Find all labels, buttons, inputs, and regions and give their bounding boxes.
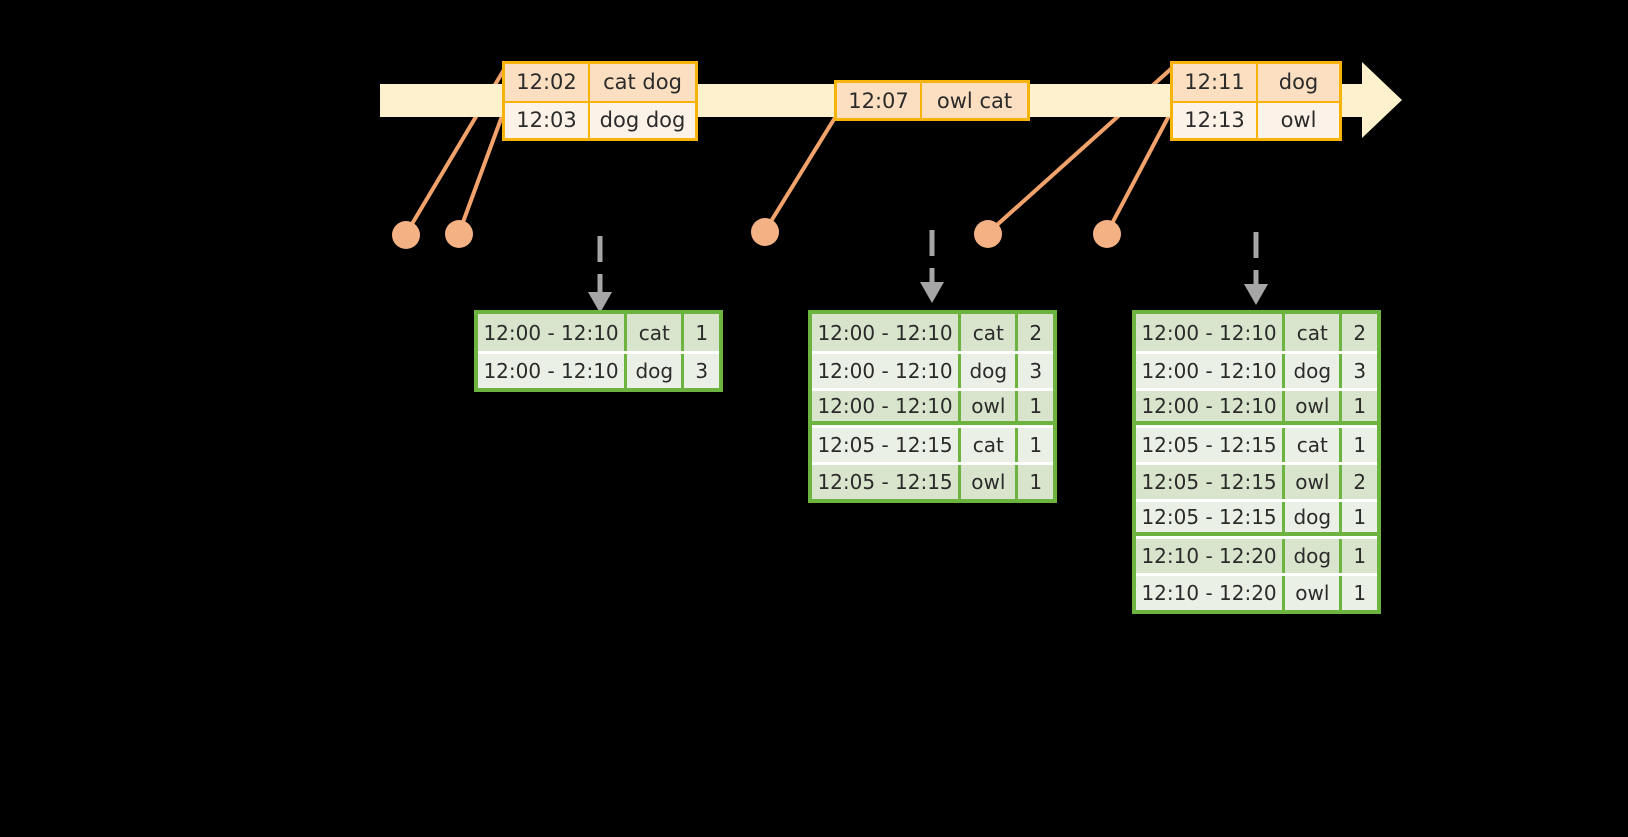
- event-row[interactable]: 12:13 owl: [1173, 100, 1339, 138]
- window-cell: 12:00 - 12:10: [1136, 354, 1283, 388]
- window-cell: 12:10 - 12:20: [1136, 539, 1283, 573]
- window-cell: 12:05 - 12:15: [1136, 465, 1283, 499]
- event-words: dog: [1258, 64, 1339, 101]
- word-cell: dog: [624, 354, 682, 388]
- word-cell: dog: [1282, 502, 1340, 532]
- table-row[interactable]: 12:05 - 12:15 owl 2: [1136, 462, 1378, 499]
- word-cell: owl: [1282, 465, 1340, 499]
- connector-line-3: [763, 114, 838, 233]
- word-cell: owl: [958, 391, 1016, 421]
- event-time: 12:11: [1173, 64, 1258, 101]
- table-row[interactable]: 12:05 - 12:15 cat 1: [812, 425, 1054, 462]
- table-row[interactable]: 12:00 - 12:10 cat 2: [1136, 314, 1378, 351]
- count-cell: 1: [1015, 428, 1054, 462]
- table-row[interactable]: 12:00 - 12:10 owl 1: [812, 388, 1054, 425]
- window-cell: 12:05 - 12:15: [812, 465, 959, 499]
- table-row[interactable]: 12:10 - 12:20 owl 1: [1136, 573, 1378, 610]
- word-cell: dog: [1282, 539, 1340, 573]
- window-cell: 12:05 - 12:15: [1136, 428, 1283, 462]
- event-words: owl: [1258, 102, 1339, 138]
- window-cell: 12:00 - 12:10: [812, 354, 959, 388]
- table-row[interactable]: 12:05 - 12:15 cat 1: [1136, 425, 1378, 462]
- window-cell: 12:05 - 12:15: [812, 428, 959, 462]
- count-cell: 1: [1339, 502, 1378, 532]
- event-row[interactable]: 12:11 dog: [1173, 64, 1339, 101]
- word-cell: owl: [1282, 576, 1340, 610]
- event-time: 12:07: [837, 83, 922, 118]
- count-cell: 2: [1339, 465, 1378, 499]
- count-cell: 1: [1339, 428, 1378, 462]
- emit-arrow-3: [1244, 232, 1268, 305]
- word-cell: cat: [958, 428, 1016, 462]
- table-row[interactable]: 12:00 - 12:10 dog 3: [478, 351, 720, 388]
- count-cell: 2: [1339, 314, 1378, 351]
- word-cell: cat: [1282, 428, 1340, 462]
- event-time: 12:13: [1173, 102, 1258, 138]
- result-table-1[interactable]: 12:00 - 12:10 cat 1 12:00 - 12:10 dog 3: [474, 310, 723, 392]
- connector-line-5: [1105, 109, 1174, 234]
- stream-marker-5: [1093, 220, 1121, 248]
- event-time: 12:02: [505, 64, 590, 101]
- count-cell: 2: [1015, 314, 1054, 351]
- count-cell: 1: [1015, 465, 1054, 499]
- window-cell: 12:00 - 12:10: [1136, 314, 1283, 351]
- stream-marker-4: [974, 220, 1002, 248]
- event-group-2[interactable]: 12:07 owl cat: [834, 80, 1030, 121]
- event-time: 12:03: [505, 102, 590, 138]
- event-words: owl cat: [922, 83, 1027, 118]
- word-cell: dog: [958, 354, 1016, 388]
- window-cell: 12:00 - 12:10: [812, 314, 959, 351]
- connector-line-2: [457, 107, 507, 234]
- table-row[interactable]: 12:05 - 12:15 dog 1: [1136, 499, 1378, 536]
- count-cell: 1: [681, 314, 720, 351]
- stream-marker-1: [392, 221, 420, 249]
- result-table-2[interactable]: 12:00 - 12:10 cat 2 12:00 - 12:10 dog 3 …: [808, 310, 1057, 503]
- word-cell: owl: [1282, 391, 1340, 421]
- event-words: cat dog: [590, 64, 695, 101]
- table-row[interactable]: 12:00 - 12:10 dog 3: [1136, 351, 1378, 388]
- count-cell: 1: [1339, 391, 1378, 421]
- event-words: dog dog: [590, 102, 695, 138]
- emit-arrow-2: [920, 230, 944, 303]
- event-group-3[interactable]: 12:11 dog 12:13 owl: [1170, 61, 1342, 141]
- count-cell: 1: [1339, 576, 1378, 610]
- emit-arrow-1: [588, 236, 612, 313]
- table-row[interactable]: 12:10 - 12:20 dog 1: [1136, 536, 1378, 573]
- table-row[interactable]: 12:00 - 12:10 cat 2: [812, 314, 1054, 351]
- word-cell: cat: [624, 314, 682, 351]
- word-cell: owl: [958, 465, 1016, 499]
- event-row[interactable]: 12:07 owl cat: [837, 83, 1027, 118]
- event-group-1[interactable]: 12:02 cat dog 12:03 dog dog: [502, 61, 698, 141]
- window-cell: 12:05 - 12:15: [1136, 502, 1283, 532]
- word-cell: cat: [958, 314, 1016, 351]
- table-row[interactable]: 12:00 - 12:10 cat 1: [478, 314, 720, 351]
- count-cell: 3: [681, 354, 720, 388]
- window-cell: 12:00 - 12:10: [1136, 391, 1283, 421]
- word-cell: dog: [1282, 354, 1340, 388]
- event-row[interactable]: 12:03 dog dog: [505, 100, 695, 138]
- stream-marker-2: [445, 220, 473, 248]
- window-cell: 12:10 - 12:20: [1136, 576, 1283, 610]
- table-row[interactable]: 12:00 - 12:10 owl 1: [1136, 388, 1378, 425]
- count-cell: 3: [1015, 354, 1054, 388]
- count-cell: 1: [1015, 391, 1054, 421]
- timeline-arrowhead: [1362, 62, 1402, 138]
- event-row[interactable]: 12:02 cat dog: [505, 64, 695, 101]
- window-cell: 12:00 - 12:10: [478, 354, 625, 388]
- table-row[interactable]: 12:05 - 12:15 owl 1: [812, 462, 1054, 499]
- window-cell: 12:00 - 12:10: [478, 314, 625, 351]
- stream-marker-3: [751, 218, 779, 246]
- count-cell: 1: [1339, 539, 1378, 573]
- window-cell: 12:00 - 12:10: [812, 391, 959, 421]
- result-table-3[interactable]: 12:00 - 12:10 cat 2 12:00 - 12:10 dog 3 …: [1132, 310, 1381, 614]
- table-row[interactable]: 12:00 - 12:10 dog 3: [812, 351, 1054, 388]
- word-cell: cat: [1282, 314, 1340, 351]
- count-cell: 3: [1339, 354, 1378, 388]
